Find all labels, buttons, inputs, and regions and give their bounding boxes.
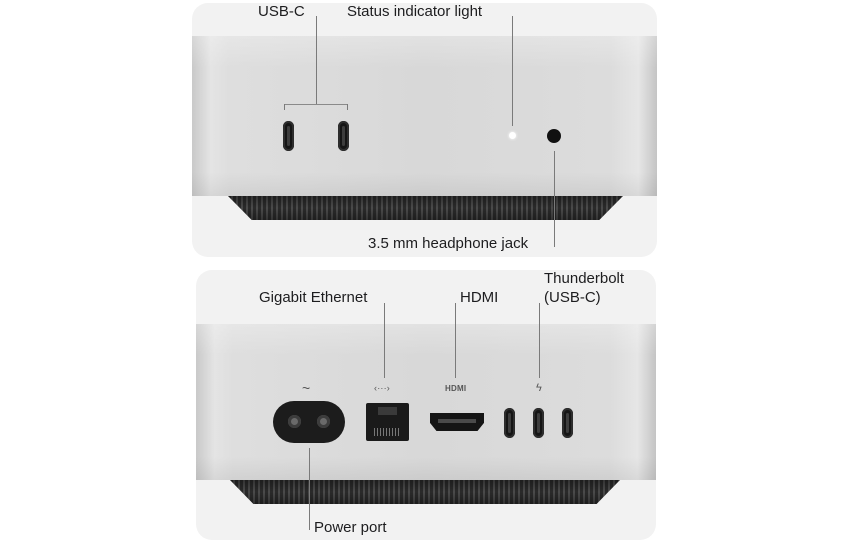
ethernet-port-pins [374,428,401,436]
hdmi-leader-line [455,303,456,378]
usb-c-bracket [284,104,348,105]
front-aluminum-face [192,36,657,196]
usb-c-leader-line [316,16,317,104]
power-pin-right [317,415,330,428]
hdmi-icon: HDMI [445,384,467,393]
ethernet-label: Gigabit Ethernet [259,289,368,306]
usb-c-bracket-right [347,104,348,110]
power-port-label: Power port [314,519,387,536]
thunderbolt-port-1 [504,408,515,438]
back-view-panel: Gigabit Ethernet ‹···› HDMI HDMI Thunder… [196,270,656,540]
front-view-panel: USB-C Status indicator light 3.5 mm head… [192,3,657,257]
ethernet-icon: ‹···› [374,383,390,393]
status-light-label: Status indicator light [347,3,483,20]
thunderbolt-port-3 [562,408,573,438]
thunderbolt-icon: ϟ [536,382,543,394]
back-base-vent [230,480,620,504]
hdmi-port [430,413,484,431]
ac-power-icon: ~ [302,380,311,396]
status-light-leader-line [512,16,513,126]
thunderbolt-port-2 [533,408,544,438]
power-leader-line [309,448,310,530]
back-aluminum-face [196,324,656,480]
ethernet-port [366,403,409,441]
status-indicator-light [509,132,516,139]
headphone-jack-label: 3.5 mm headphone jack [368,235,529,252]
headphone-jack [547,129,561,143]
headphone-jack-leader-line [554,151,555,247]
ethernet-leader-line [384,303,385,378]
ethernet-port-tab [378,407,397,415]
thunderbolt-leader-line [539,303,540,378]
power-pin-left [288,415,301,428]
hdmi-label: HDMI [460,289,499,306]
thunderbolt-label-sub: (USB-C) [544,289,601,306]
front-base-vent [228,196,623,220]
front-usb-c-port-2 [338,121,349,151]
power-port [273,401,345,443]
usb-c-label: USB-C [258,3,305,20]
front-usb-c-port-1 [283,121,294,151]
thunderbolt-label: Thunderbolt [544,270,625,287]
usb-c-bracket-left [284,104,285,110]
